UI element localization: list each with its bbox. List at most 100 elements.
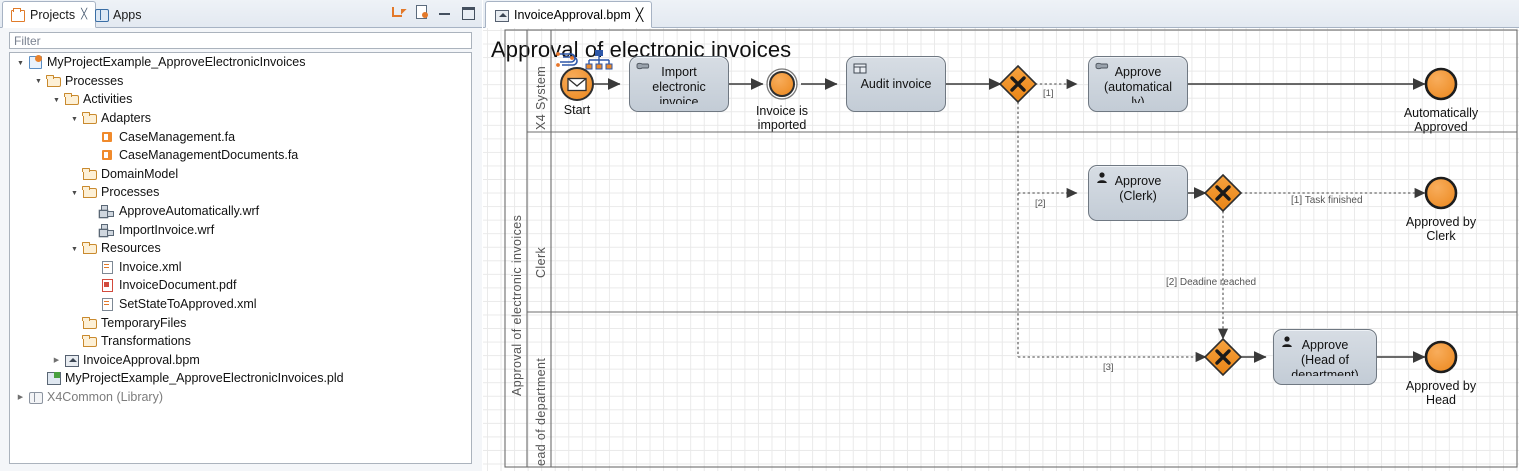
tree-twisty-icon[interactable]: [32, 76, 45, 85]
filter-input[interactable]: Filter: [9, 32, 472, 49]
tree-item-label: DomainModel: [101, 166, 179, 181]
tree-twisty-icon[interactable]: [68, 114, 81, 123]
tree-item-label: Activities: [83, 92, 133, 107]
user-task-icon: [1097, 172, 1107, 183]
sequence-flows: [593, 78, 1426, 363]
tree-item-label: InvoiceDocument.pdf: [119, 278, 237, 293]
task-approve-automatically[interactable]: Approve (automatical ly): [1088, 56, 1188, 112]
task-import-electronic-invoice[interactable]: Import electronic invoice: [629, 56, 729, 112]
conditional-flows: [1017, 78, 1426, 363]
tree-twisty-icon[interactable]: [68, 188, 81, 197]
folder-icon: [82, 111, 97, 125]
fa-file-icon: [100, 130, 115, 144]
flow-label-deadline-reached: [2] Deadine reached: [1166, 277, 1257, 288]
label-approved-by-clerk: Approved by Clerk: [1405, 215, 1477, 243]
end-event-approved-by-clerk: [1424, 176, 1458, 210]
project-tree[interactable]: MyProjectExample_ApproveElectronicInvoic…: [9, 52, 472, 464]
tree-item[interactable]: CaseManagement.fa: [10, 127, 471, 146]
intermediate-event-invoice-imported: [766, 68, 798, 100]
diagram-graphics: [504, 29, 1518, 468]
tree-item[interactable]: Processes: [10, 183, 471, 202]
tab-projects[interactable]: Projects ╳: [2, 1, 97, 28]
bpmn-editor: InvoiceApproval.bpm ╳ Approval of electr…: [483, 0, 1519, 471]
xml-file-icon: [100, 260, 115, 274]
flow-label-branch-3: [3]: [1103, 362, 1114, 373]
tree-item[interactable]: InvoiceApproval.bpm: [10, 351, 471, 370]
explorer-tabbar: Projects ╳ Apps: [0, 0, 482, 28]
fa-file-icon: [100, 148, 115, 162]
tree-item[interactable]: Activities: [10, 90, 471, 109]
tree-item-label: InvoiceApproval.bpm: [83, 352, 200, 367]
label-approved-by-head: Approved by Head: [1405, 379, 1477, 407]
service-task-icon: [636, 62, 650, 70]
tree-item-label: CaseManagement.fa: [119, 129, 236, 144]
business-rule-task-icon: [853, 63, 867, 74]
link-with-editor-icon[interactable]: [391, 4, 407, 20]
task-approve-clerk[interactable]: Approve (Clerk): [1088, 165, 1188, 221]
tree-item[interactable]: SetStateToApproved.xml: [10, 295, 471, 314]
tree-item[interactable]: MyProjectExample_ApproveElectronicInvoic…: [10, 369, 471, 388]
tree-item-label: Processes: [101, 185, 160, 200]
end-event-automatically-approved: [1424, 67, 1458, 101]
diagram-canvas[interactable]: Approval of electronic invoices Approval…: [483, 28, 1519, 471]
folder-icon: [82, 185, 97, 199]
tree-twisty-icon[interactable]: [14, 58, 27, 67]
pdf-file-icon: [100, 278, 115, 293]
tree-item-label: X4Common (Library): [47, 389, 164, 404]
tree-item[interactable]: TemporaryFiles: [10, 313, 471, 332]
tree-item[interactable]: Adapters: [10, 109, 471, 128]
editor-tab-label: InvoiceApproval.bpm: [514, 7, 631, 22]
maximize-icon[interactable]: [460, 4, 476, 20]
tab-invoiceapproval-bpm[interactable]: InvoiceApproval.bpm ╳: [485, 1, 653, 28]
flow-label-branch-2: [2]: [1035, 198, 1046, 209]
exclusive-gateway-1: [998, 64, 1038, 104]
label-invoice-imported: Invoice is imported: [755, 104, 809, 132]
tree-item-label: SetStateToApproved.xml: [119, 297, 257, 312]
tree-item[interactable]: X4Common (Library): [10, 388, 471, 407]
flow-label-task-finished: [1] Task finished: [1291, 195, 1363, 206]
pool-frame: [504, 29, 1518, 468]
close-icon[interactable]: ╳: [81, 9, 88, 20]
tree-twisty-icon[interactable]: [68, 244, 81, 253]
tree-item[interactable]: CaseManagementDocuments.fa: [10, 146, 471, 165]
exclusive-gateway-3: [1203, 337, 1243, 377]
start-decorator-icons: [556, 50, 613, 70]
tree-twisty-icon[interactable]: [14, 392, 27, 401]
tree-item-label: Transformations: [101, 334, 191, 349]
tree-item-label: TemporaryFiles: [101, 315, 187, 330]
task-label: Approve (Head of department): [1291, 338, 1359, 376]
tree-item[interactable]: DomainModel: [10, 165, 471, 184]
task-approve-head-of-department[interactable]: Approve (Head of department): [1273, 329, 1377, 385]
tree-item[interactable]: Resources: [10, 239, 471, 258]
tree-item-label: MyProjectExample_ApproveElectronicInvoic…: [47, 55, 306, 70]
tab-apps-label: Apps: [113, 7, 142, 22]
tab-apps[interactable]: Apps: [86, 2, 150, 27]
label-start: Start: [563, 103, 591, 117]
end-event-approved-by-head: [1424, 340, 1458, 374]
pld-file-icon: [46, 371, 61, 386]
bpm-file-icon: [494, 8, 509, 22]
tree-item[interactable]: ApproveAutomatically.wrf: [10, 202, 471, 221]
close-icon[interactable]: ╳: [635, 8, 644, 22]
project-icon: [28, 55, 43, 70]
tree-item[interactable]: MyProjectExample_ApproveElectronicInvoic…: [10, 53, 471, 72]
minimize-icon[interactable]: [437, 4, 453, 20]
tree-item[interactable]: Invoice.xml: [10, 258, 471, 277]
view-menu-icon[interactable]: [414, 4, 430, 20]
tree-item[interactable]: Transformations: [10, 332, 471, 351]
folder-icon: [82, 241, 97, 255]
wrf-file-icon: [100, 223, 115, 237]
projects-icon: [11, 7, 26, 22]
tree-item[interactable]: ImportInvoice.wrf: [10, 220, 471, 239]
tree-item-label: ImportInvoice.wrf: [119, 222, 215, 237]
task-audit-invoice[interactable]: Audit invoice: [846, 56, 946, 112]
tree-item-label: MyProjectExample_ApproveElectronicInvoic…: [65, 371, 344, 386]
tree-twisty-icon[interactable]: [50, 355, 63, 364]
tree-item[interactable]: Processes: [10, 72, 471, 91]
tree-item[interactable]: InvoiceDocument.pdf: [10, 276, 471, 295]
task-label: Import electronic invoice: [652, 65, 706, 104]
tree-twisty-icon[interactable]: [50, 95, 63, 104]
tree-item-label: ApproveAutomatically.wrf: [119, 204, 260, 219]
tab-projects-label: Projects: [30, 7, 76, 22]
